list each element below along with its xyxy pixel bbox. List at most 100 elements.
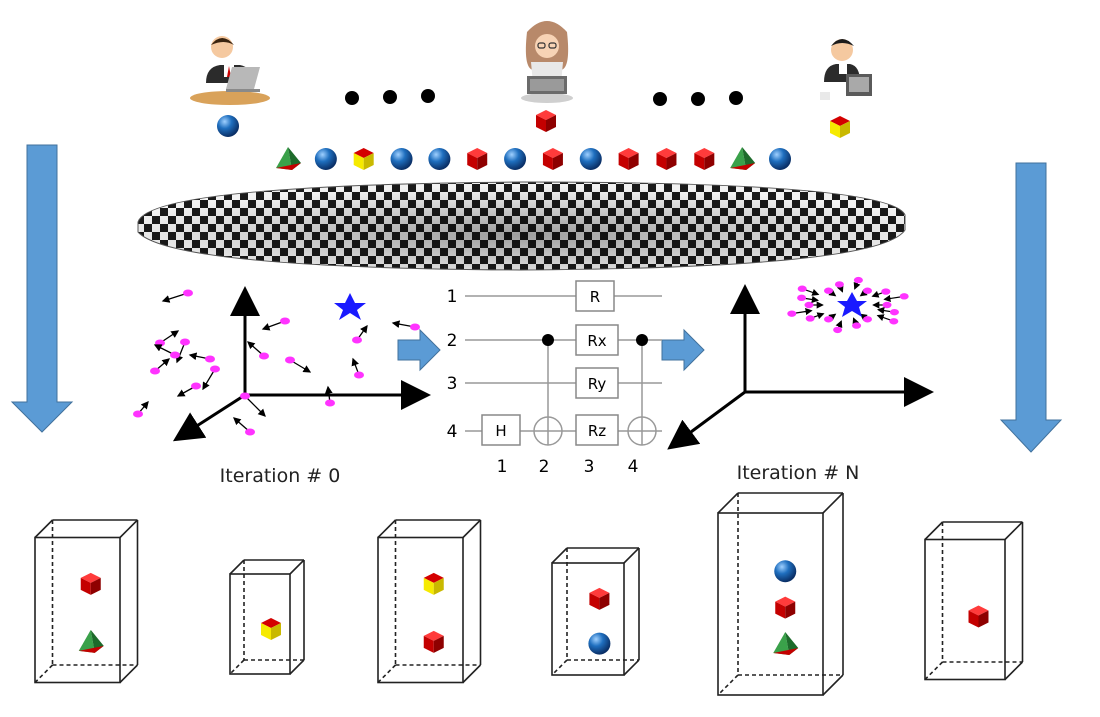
token-row-sphere (428, 148, 451, 170)
token-row-sphere (504, 148, 527, 170)
particle (247, 341, 269, 360)
left-down-arrow (10, 144, 74, 433)
star-icon-left (334, 293, 366, 320)
control-dot-2 (636, 334, 648, 346)
box-item-pyramid (78, 629, 104, 653)
iteration-0-particles (133, 289, 420, 436)
cluster-particle (797, 294, 820, 303)
gate-r: R (575, 280, 615, 312)
ellipsis-left (345, 89, 435, 105)
cluster-box-1 (34, 519, 139, 684)
particle (176, 382, 201, 397)
particle (352, 324, 368, 344)
token-row (276, 147, 791, 170)
particle (153, 344, 180, 359)
gate-rz: Rz (575, 414, 619, 446)
particle (324, 385, 335, 407)
box-item-cube (80, 572, 101, 595)
cluster-box-4 (551, 547, 640, 676)
cluster-particle (852, 317, 862, 329)
user-center-avatar (521, 21, 573, 103)
svg-text:Ry: Ry (588, 375, 607, 393)
user-left-token-sphere (217, 115, 239, 137)
token-row-cube (618, 148, 639, 170)
token-row-cube-yellow (353, 148, 374, 170)
ellipsis-right (653, 91, 743, 106)
user-center-token-cube (536, 110, 556, 132)
token-row-sphere (579, 148, 602, 170)
particle (188, 352, 215, 363)
particle (351, 357, 364, 379)
iteration-end-label: Iteration # N (737, 462, 860, 484)
cluster-particle (797, 285, 820, 296)
token-row-sphere (769, 148, 791, 170)
right-down-arrow (999, 162, 1063, 453)
box-item-pyramid (773, 632, 799, 656)
particle (133, 401, 149, 418)
box-item-cube-yellow (423, 572, 444, 595)
token-row-cube (542, 148, 563, 170)
gate-ry: Ry (575, 367, 619, 399)
cluster-particle (876, 307, 899, 316)
cluster-particle (824, 287, 837, 297)
spacetime-sheet (137, 181, 906, 271)
token-row-pyramid (276, 147, 301, 170)
token-row-cube (694, 148, 715, 170)
box-item-cube (775, 596, 796, 619)
qubit-label-1: 1 (447, 287, 458, 307)
control-dot-1 (542, 334, 554, 346)
cnot-target-1 (533, 416, 563, 446)
cluster-particle (859, 313, 872, 323)
particle (285, 356, 312, 373)
user-right-token-cube (830, 116, 850, 138)
qubit-label-3: 3 (447, 374, 458, 394)
token-row-sphere (314, 148, 337, 170)
cluster-particle (805, 312, 825, 322)
cluster-particle (872, 301, 892, 309)
cluster-boxes (34, 492, 1024, 696)
step-label-1: 1 (497, 457, 508, 477)
qubit-label-4: 4 (447, 422, 458, 442)
qubit-label-2: 2 (447, 331, 458, 351)
cluster-particle (824, 313, 837, 323)
gate-h: H (481, 414, 521, 446)
arrow-into-circuit (397, 328, 441, 372)
cluster-box-2 (229, 559, 305, 675)
step-label-2: 2 (539, 457, 550, 477)
particle (240, 392, 266, 417)
particle (161, 289, 193, 303)
cluster-box-3 (377, 519, 482, 684)
particle (150, 358, 170, 375)
box-item-cube (423, 630, 444, 653)
token-row-pyramid (730, 147, 756, 170)
svg-text:Rx: Rx (587, 332, 606, 350)
token-row-sphere (390, 148, 413, 170)
particle (261, 317, 290, 331)
box-item-cube-yellow (261, 618, 281, 640)
particle (175, 338, 190, 364)
cluster-box-5 (717, 492, 844, 696)
quantum-circuit: 1 2 3 4 R Rx Ry Rz H 1 (447, 280, 662, 477)
particle (233, 417, 255, 436)
particle (202, 365, 220, 391)
cluster-particle (876, 314, 899, 325)
iteration-n-cluster (787, 276, 909, 334)
cluster-particle (833, 320, 843, 334)
box-item-sphere (588, 632, 611, 655)
token-row-cube (656, 148, 677, 170)
box-item-cube (968, 605, 989, 628)
star-icon-right (837, 292, 867, 317)
box-item-cube (589, 587, 610, 610)
token-row-cube (467, 148, 488, 170)
user-left-avatar (190, 36, 270, 105)
step-label-4: 4 (628, 457, 639, 477)
box-item-sphere (774, 560, 797, 583)
iteration-n-axes (667, 284, 934, 450)
svg-text:R: R (590, 288, 600, 306)
user-right-avatar (820, 39, 872, 100)
arrow-out-of-circuit (661, 328, 705, 372)
cluster-box-6 (924, 521, 1024, 681)
iteration-start-label: Iteration # 0 (220, 465, 341, 487)
iteration-0-axes (172, 286, 431, 442)
cluster-particle (859, 287, 872, 297)
